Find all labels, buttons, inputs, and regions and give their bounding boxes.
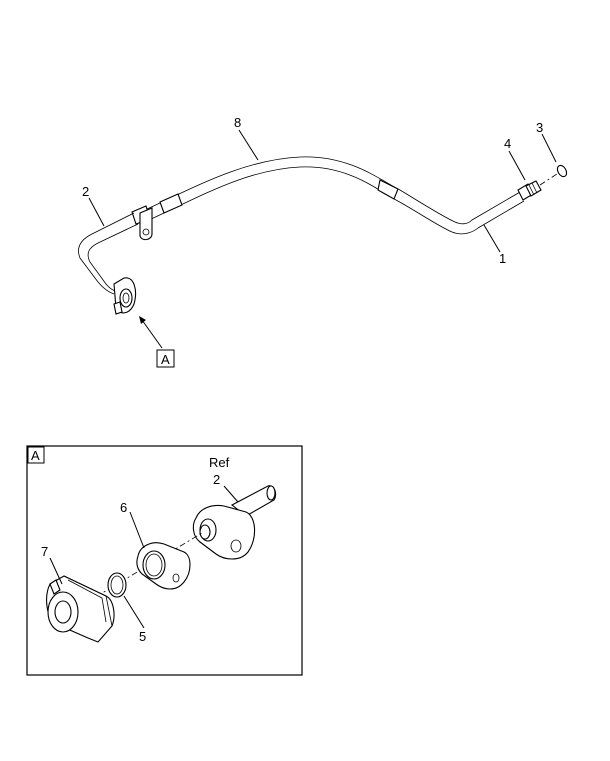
fitting-nut <box>517 180 542 201</box>
view-label-box: A <box>156 349 175 368</box>
leader-3 <box>541 133 557 163</box>
gasket-6 <box>136 542 191 590</box>
leader-4 <box>508 150 526 181</box>
callout-5: 5 <box>139 629 146 644</box>
callout-8: 8 <box>234 115 241 130</box>
detail-view-a: A Ref 2 6 5 <box>26 445 303 676</box>
callout-3: 3 <box>536 120 543 135</box>
hose-assembly <box>78 156 568 315</box>
callout-7: 7 <box>41 544 48 559</box>
callout-6: 6 <box>120 500 127 515</box>
callout-1: 1 <box>499 251 506 266</box>
o-ring-5 <box>107 572 127 598</box>
detail-title: A <box>31 448 40 463</box>
callout-4: 4 <box>504 136 511 151</box>
view-label: A <box>161 352 170 367</box>
leader-2 <box>88 197 105 227</box>
leader-1 <box>483 224 501 253</box>
leader-8 <box>238 129 259 161</box>
callout-2-detail: 2 <box>213 472 220 487</box>
flange-fitting <box>113 277 137 315</box>
view-arrow <box>139 316 163 349</box>
callout-2: 2 <box>82 184 89 199</box>
port-fitting-7 <box>46 575 115 643</box>
ref-label: Ref <box>209 455 230 470</box>
o-ring-3 <box>556 164 568 178</box>
